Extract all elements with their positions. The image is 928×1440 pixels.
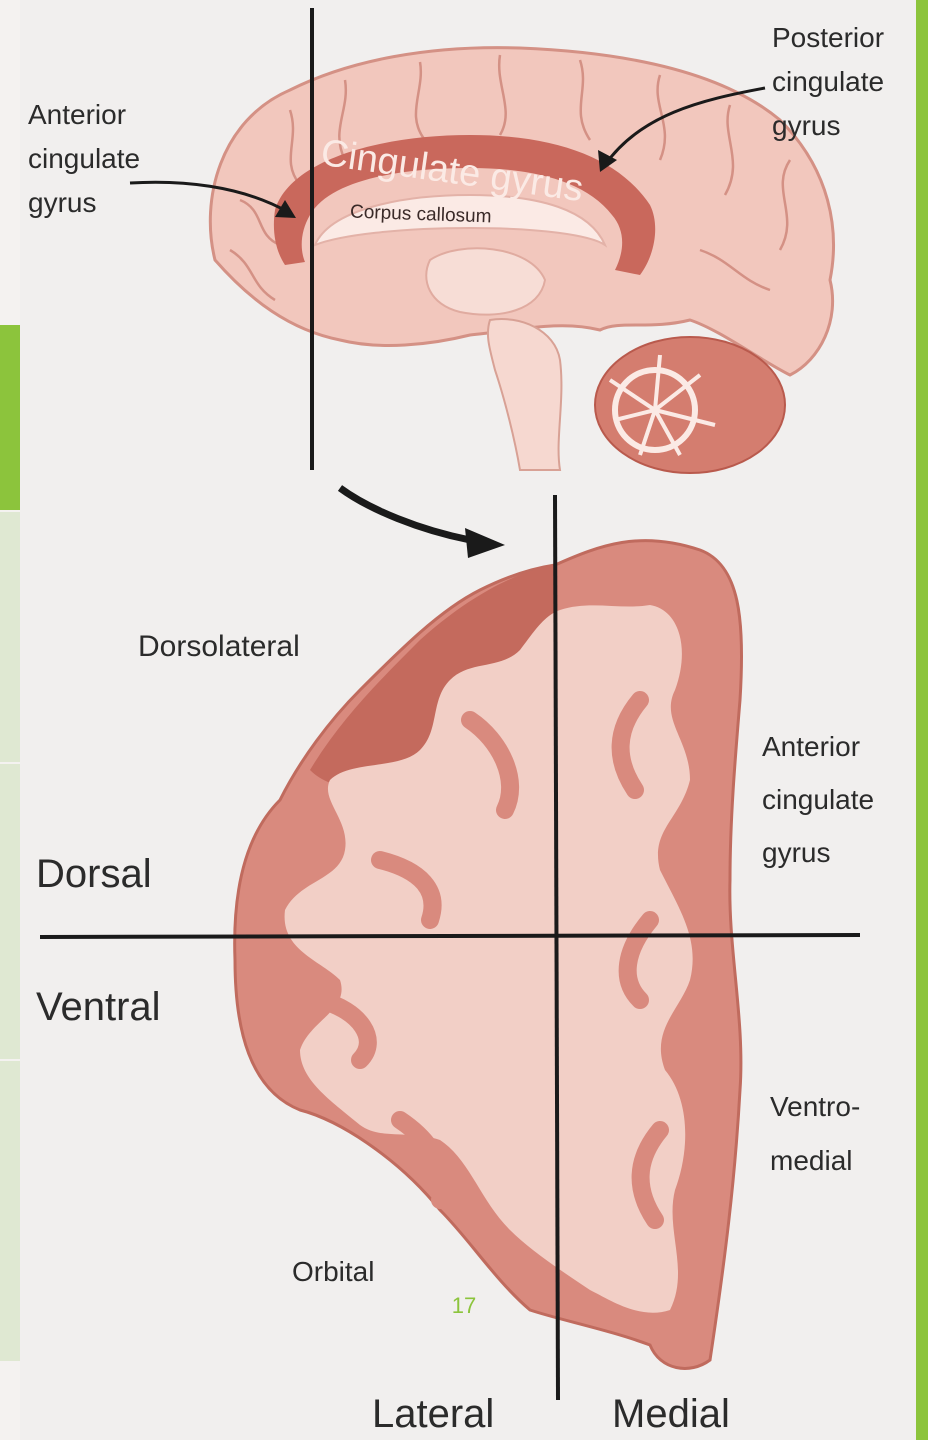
- label-anterior-cingulate-top: Anterior cingulate gyrus: [28, 93, 140, 225]
- transition-arrow: [340, 488, 470, 540]
- label-ventromedial: Ventro- medial: [770, 1080, 860, 1188]
- coronal-section: [235, 541, 742, 1369]
- label-anterior-cingulate-right: Anterior cingulate gyrus: [762, 720, 874, 879]
- sagittal-brain: [210, 48, 833, 473]
- label-dorsal: Dorsal: [36, 852, 152, 897]
- dorsal-ventral-line: [40, 935, 860, 937]
- label-dorsolateral: Dorsolateral: [138, 630, 300, 664]
- label-orbital: Orbital: [292, 1250, 374, 1294]
- label-posterior-cingulate: Posterior cingulate gyrus: [772, 16, 884, 148]
- label-medial: Medial: [612, 1392, 730, 1437]
- cerebellum: [595, 337, 785, 473]
- brainstem: [488, 319, 562, 470]
- slide-number: 17: [440, 1293, 488, 1319]
- label-ventral: Ventral: [36, 985, 161, 1030]
- label-lateral: Lateral: [372, 1392, 494, 1437]
